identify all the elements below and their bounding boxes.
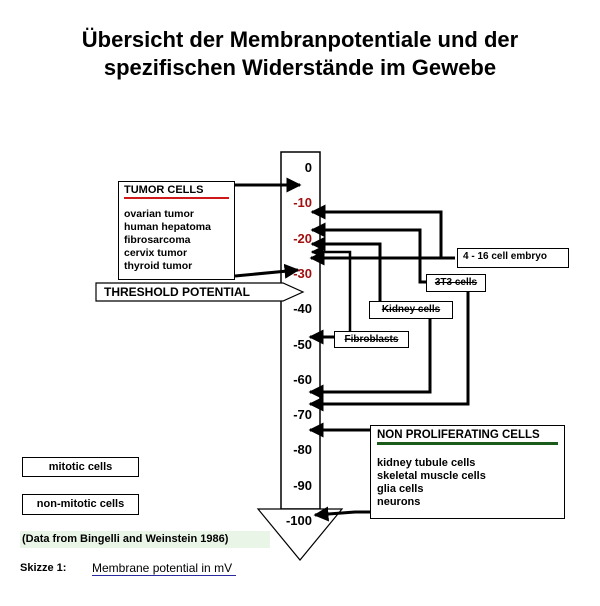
scale-tick: -90: [293, 477, 312, 493]
caption-text: Membrane potential in mV: [92, 561, 237, 576]
fibro-line-25: [310, 245, 352, 331]
title-line-1: Übersicht der Membranpotentiale und der: [81, 27, 519, 52]
t3-line-15: [310, 222, 426, 284]
scale-tick: -60: [293, 371, 312, 387]
embryo-label: 4 - 16 cell embryo: [457, 248, 569, 268]
scale-tick: -70: [293, 407, 312, 423]
scale-tick: -10: [293, 195, 312, 211]
tumor-item: fibrosarcoma: [124, 234, 191, 246]
nonprolif-item: glia cells: [377, 483, 424, 495]
non-proliferating-box: NON PROLIFERATING CELLS kidney tubule ce…: [370, 425, 565, 519]
tumor-arrow-bottom: [234, 263, 300, 279]
nonprolif-item: skeletal muscle cells: [377, 470, 486, 482]
fibroblasts-label: Fibroblasts: [334, 331, 409, 348]
nonprolif-item: neurons: [377, 496, 421, 508]
kidney-cells-label: Kidney cells: [369, 301, 453, 319]
tumor-item: thyroid tumor: [124, 260, 193, 272]
scale-tick: 0: [304, 160, 312, 175]
tumor-item: human hepatoma: [124, 221, 211, 233]
kidney-line-65: [308, 319, 432, 400]
threshold-arrow: [95, 282, 305, 302]
scale-tick: -30: [293, 265, 312, 281]
scale-tick: -50: [293, 336, 312, 352]
tumor-heading: TUMOR CELLS: [124, 184, 229, 199]
t3-cells-label: 3T3 cells: [426, 274, 486, 292]
caption-label: Skizze 1:: [20, 562, 67, 574]
tumor-item: ovarian tumor: [124, 208, 195, 220]
tumor-cells-box: TUMOR CELLS ovarian tumor human hepatoma…: [118, 181, 235, 280]
scale-tick: -80: [293, 442, 312, 458]
scale-tick: -40: [293, 301, 312, 317]
tumor-item: cervix tumor: [124, 247, 188, 259]
scale-tick: -20: [293, 230, 312, 246]
nonprolif-item: kidney tubule cells: [377, 457, 476, 469]
title-line-2: spezifischen Widerstände im Gewebe: [103, 55, 497, 80]
data-source: (Data from Bingelli and Weinstein 1986): [20, 531, 270, 548]
legend-mitotic: mitotic cells: [22, 457, 139, 477]
kidney-line-20: [310, 236, 382, 301]
scale-tick: -100: [285, 513, 312, 528]
nonprolif-arrow-100: [313, 506, 370, 522]
legend-non-mitotic: non-mitotic cells: [22, 494, 139, 515]
nonprolif-heading: NON PROLIFERATING CELLS: [377, 429, 558, 445]
scale-arrowhead: [256, 508, 344, 561]
threshold-label: THRESHOLD POTENTIAL: [104, 285, 250, 299]
t3-line-70: [308, 292, 470, 412]
